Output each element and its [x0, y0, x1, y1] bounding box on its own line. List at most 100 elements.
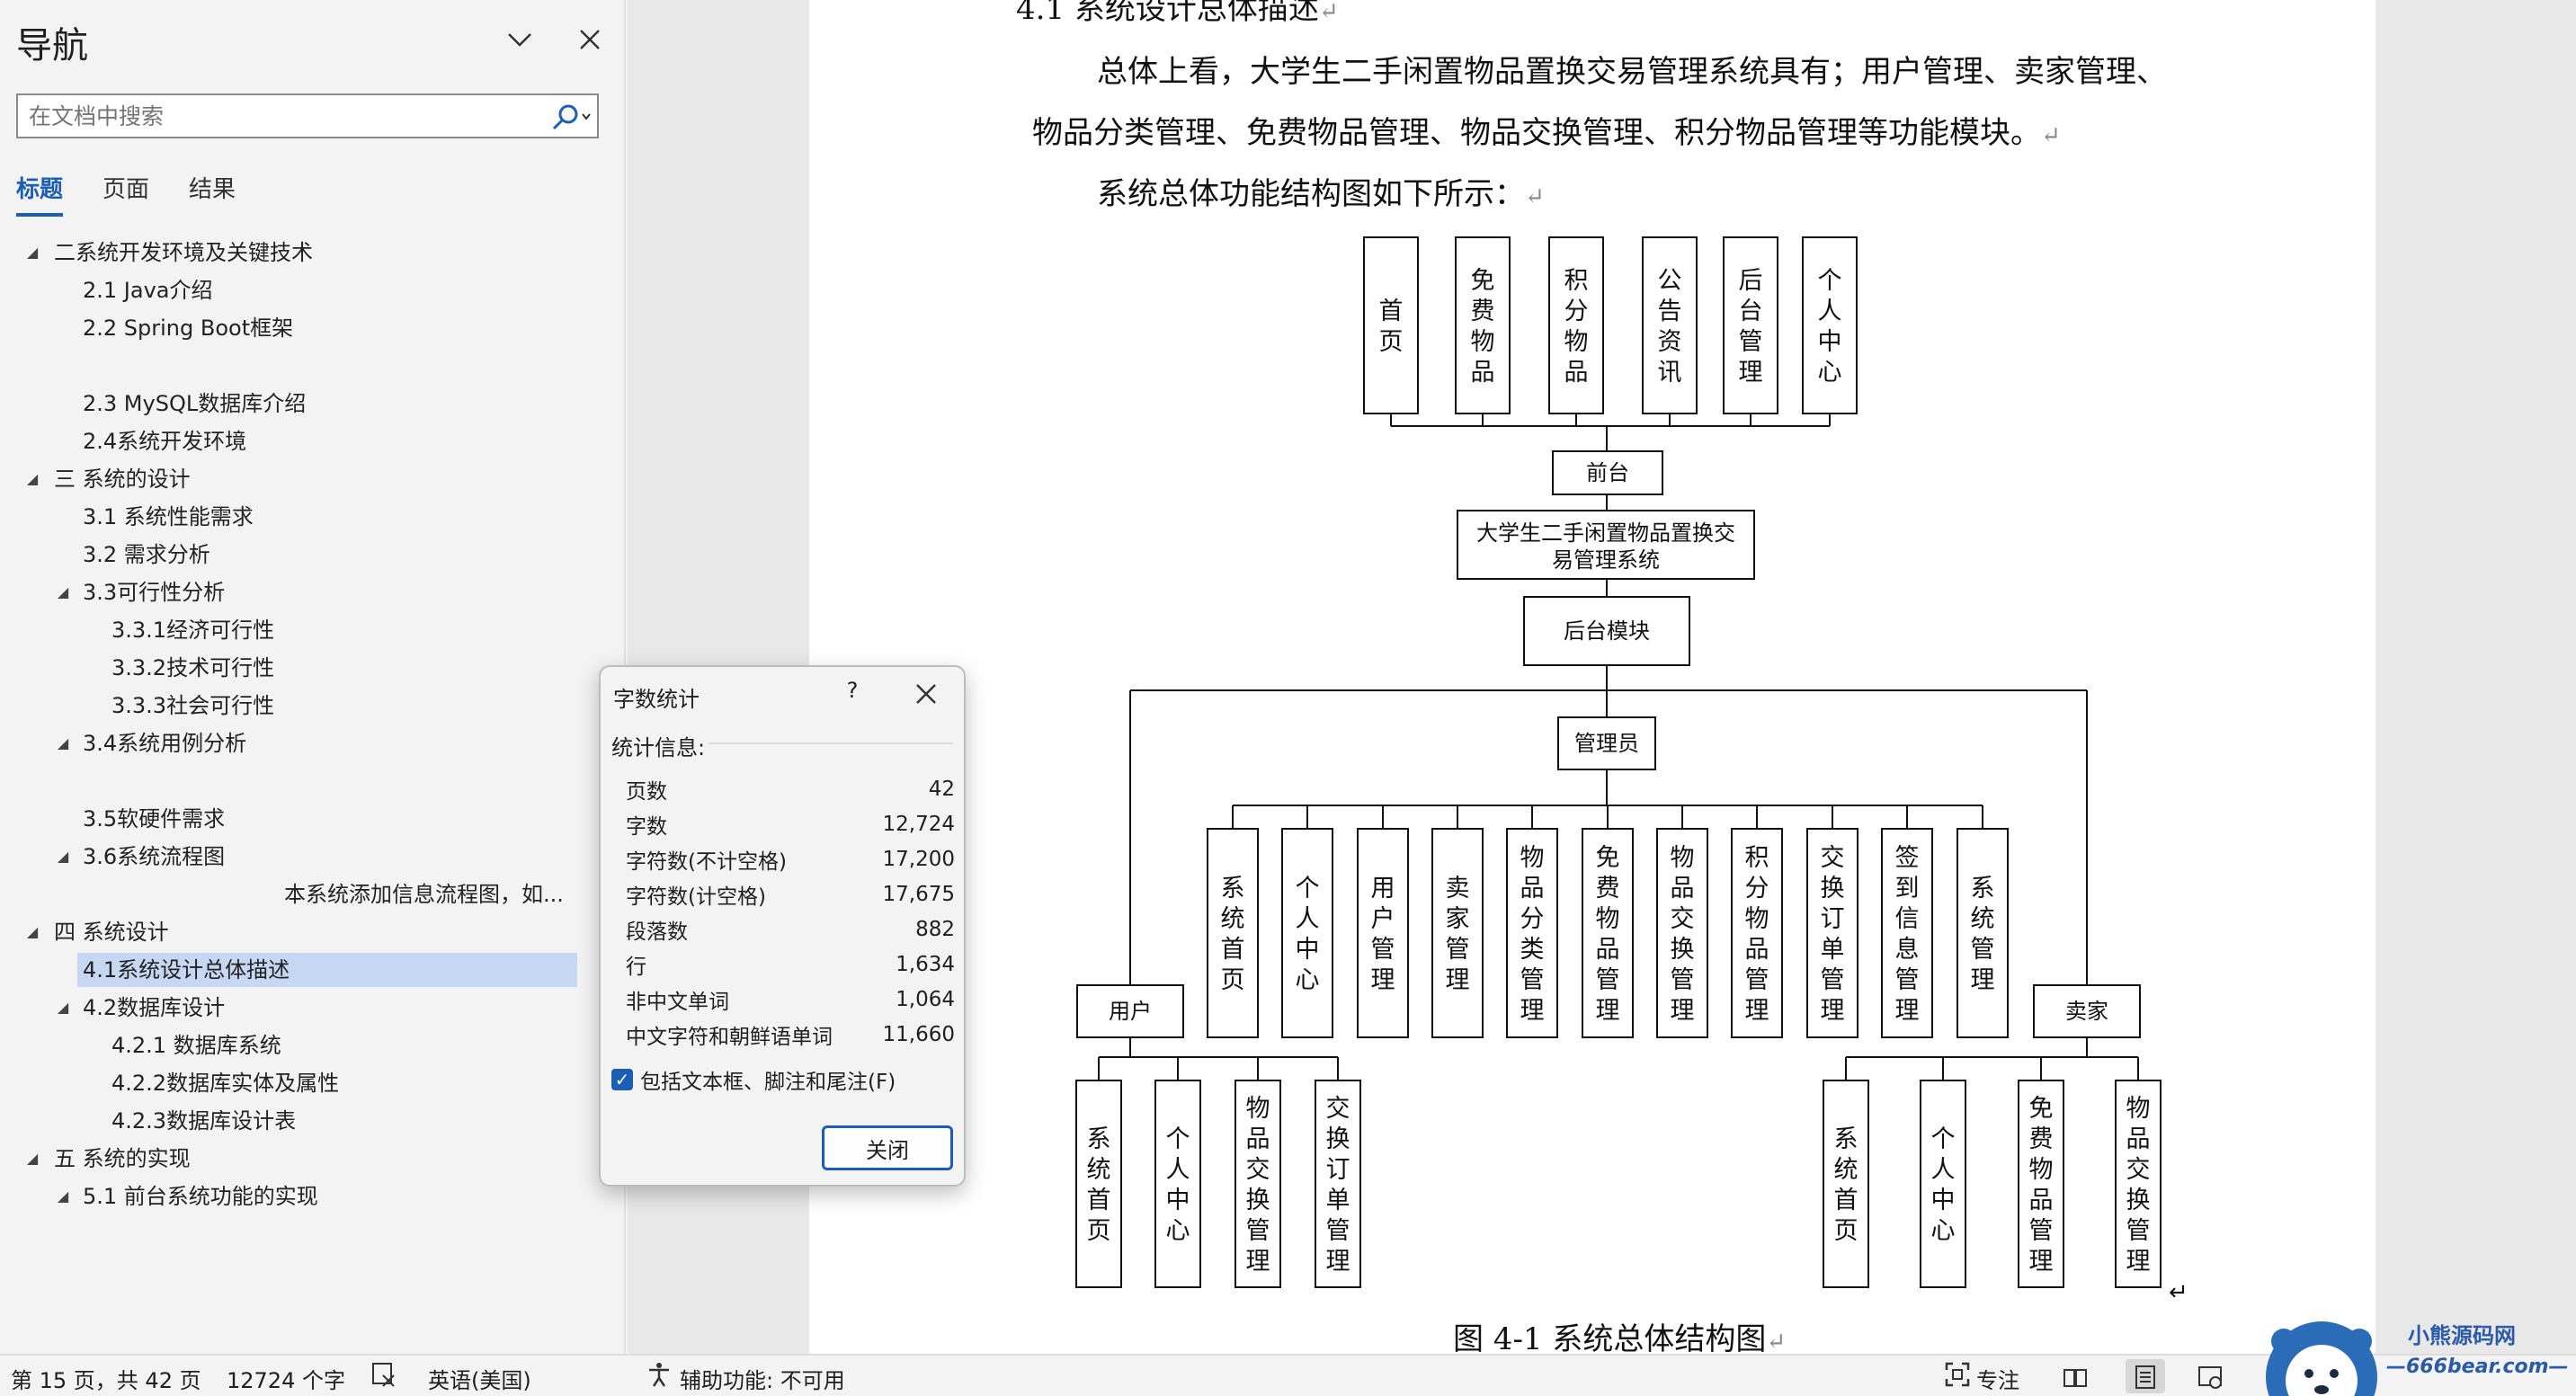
nav-heading-item-selected[interactable]: 4.1系统设计总体描述: [77, 953, 577, 987]
admin-module-char: 品: [1671, 875, 1695, 903]
language-indicator[interactable]: 英语(美国): [428, 1368, 531, 1393]
admin-module-char: 管: [1671, 966, 1695, 994]
seller-module-char: 中: [1931, 1187, 1956, 1214]
nav-heading-item[interactable]: 3.2 需求分析: [83, 542, 210, 567]
focus-icon[interactable]: [1944, 1361, 1971, 1394]
admin-module-box: [1806, 828, 1858, 1038]
admin-module-char: 理: [1446, 966, 1470, 994]
admin-module-char: 签: [1895, 844, 1920, 872]
nav-close-icon[interactable]: [570, 20, 610, 59]
nav-heading-item[interactable]: 3.5软硬件需求: [83, 806, 226, 831]
front-module-char: 告: [1658, 298, 1682, 325]
nav-heading-item[interactable]: ◢四 系统设计: [27, 915, 169, 949]
front-module-char: 页: [1379, 328, 1404, 356]
collapse-triangle-icon[interactable]: ◢: [26, 470, 39, 487]
nav-heading-item[interactable]: ◢5.1 前台系统功能的实现: [58, 1179, 318, 1214]
seller-module-char: 费: [2029, 1125, 2054, 1153]
checkbox-label: 包括文本框、脚注和尾注(F): [640, 1071, 896, 1094]
collapse-triangle-icon[interactable]: ◢: [57, 999, 69, 1016]
nav-heading-item[interactable]: 2.4系统开发环境: [83, 429, 247, 454]
read-mode-icon[interactable]: [2055, 1359, 2095, 1393]
nav-heading-item[interactable]: ◢4.2数据库设计: [58, 991, 225, 1025]
collapse-triangle-icon[interactable]: ◢: [57, 848, 69, 865]
accessibility-icon[interactable]: [646, 1361, 673, 1394]
nav-heading-item[interactable]: ◢三 系统的设计: [27, 462, 191, 496]
admin-module-box: [1656, 828, 1708, 1038]
front-module-char: 物: [1564, 328, 1589, 356]
nav-heading-item[interactable]: ◢五 系统的实现: [27, 1142, 191, 1176]
admin-module-char: 分: [1520, 905, 1545, 933]
tab-results[interactable]: 结果: [189, 176, 236, 203]
front-module-char: 讯: [1658, 359, 1682, 387]
accessibility-status[interactable]: 辅助功能: 不可用: [680, 1368, 845, 1393]
seller-module-char: 人: [1931, 1156, 1956, 1184]
nav-heading-item[interactable]: 2.1 Java介绍: [83, 278, 213, 303]
nav-heading-item[interactable]: ◢3.6系统流程图: [58, 840, 225, 874]
admin-module-char: 物: [1671, 844, 1695, 872]
dialog-close-icon[interactable]: [906, 676, 946, 712]
page-count[interactable]: 第 15 页，共 42 页: [11, 1368, 201, 1393]
nav-heading-item[interactable]: 本系统添加信息流程图，如...: [284, 882, 564, 907]
help-icon[interactable]: ?: [846, 678, 859, 703]
search-input[interactable]: [29, 102, 532, 129]
user-module-char: 换: [1246, 1187, 1270, 1214]
nav-heading-item[interactable]: 4.2.1 数据库系统: [111, 1033, 281, 1058]
collapse-triangle-icon[interactable]: ◢: [57, 734, 69, 751]
collapse-triangle-icon[interactable]: ◢: [26, 923, 39, 940]
nav-heading-item[interactable]: ◢3.4系统用例分析: [58, 726, 246, 760]
nav-heading-item[interactable]: ◢二系统开发环境及关键技术: [27, 236, 313, 270]
back-node-label: 后台模块: [1564, 618, 1650, 644]
seller-module-char: 物: [2126, 1095, 2151, 1123]
watermark-url: —666bear.com—: [2386, 1356, 2569, 1378]
admin-module-char: 家: [1446, 905, 1470, 933]
word-count[interactable]: 12724 个字: [227, 1368, 345, 1393]
collapse-triangle-icon[interactable]: ◢: [26, 1150, 39, 1167]
include-footnotes-option[interactable]: ✓ 包括文本框、脚注和尾注(F): [611, 1064, 896, 1095]
collapse-triangle-icon[interactable]: ◢: [57, 1187, 69, 1205]
front-module-box: [1723, 236, 1778, 414]
collapse-triangle-icon[interactable]: ◢: [57, 583, 69, 600]
focus-mode-label[interactable]: 专注: [1976, 1368, 2019, 1393]
admin-module-box: [1582, 828, 1634, 1038]
front-node-box: [1552, 450, 1663, 495]
nav-heading-item[interactable]: ◢3.3可行性分析: [58, 575, 225, 609]
checkbox-checked-icon[interactable]: ✓: [611, 1069, 633, 1090]
front-module-char: 分: [1564, 298, 1589, 325]
proofing-icon[interactable]: [370, 1361, 397, 1394]
admin-module-char: 管: [1971, 936, 1995, 964]
nav-heading-item[interactable]: 2.3 MySQL数据库介绍: [83, 391, 307, 416]
nav-tabs: 标题 页面 结果: [16, 171, 236, 217]
tab-headings[interactable]: 标题: [16, 171, 64, 217]
front-module-char: 品: [1564, 359, 1589, 387]
nav-heading-item[interactable]: 3.1 系统性能需求: [83, 504, 254, 529]
nav-heading-item[interactable]: 3.3.3社会可行性: [111, 693, 275, 718]
admin-module-box: [1881, 828, 1933, 1038]
status-bar: 第 15 页，共 42 页 12724 个字 英语(美国) 辅助功能: 不可用 …: [0, 1354, 2576, 1396]
nav-options-chevron-icon[interactable]: [500, 20, 539, 59]
print-layout-icon[interactable]: [2126, 1359, 2165, 1393]
admin-module-char: 到: [1895, 875, 1920, 903]
document-page[interactable]: 4.1 系统设计总体描述↵ 总体上看，大学生二手闲置物品置换交易管理系统具有；用…: [809, 0, 2375, 1357]
tab-pages[interactable]: 页面: [103, 176, 150, 203]
nav-heading-item[interactable]: 3.3.1经济可行性: [111, 618, 275, 643]
nav-heading-item[interactable]: 3.3.2技术可行性: [111, 655, 275, 680]
divider: [709, 742, 953, 744]
web-layout-icon[interactable]: [2190, 1359, 2230, 1393]
seller-module-box: [1920, 1080, 1966, 1288]
front-module-box: [1802, 236, 1858, 414]
admin-module-char: 管: [1520, 966, 1545, 994]
admin-module-char: 中: [1296, 936, 1320, 964]
admin-module-box: [1506, 828, 1558, 1038]
nav-heading-item[interactable]: 4.2.3数据库设计表: [111, 1108, 297, 1134]
nav-heading-item[interactable]: 2.2 Spring Boot框架: [83, 316, 294, 341]
seller-module-char: 理: [2126, 1248, 2151, 1276]
nav-heading-item[interactable]: 4.2.2数据库实体及属性: [111, 1071, 340, 1096]
close-button[interactable]: 关闭: [822, 1125, 953, 1170]
bear-logo-icon: [2266, 1321, 2377, 1396]
collapse-triangle-icon[interactable]: ◢: [26, 244, 39, 261]
admin-node-box: [1557, 716, 1656, 770]
navigation-pane: 导航 标题 页面 结果 ◢二系统开发环境及关键技术 2.1 Java介绍 2.2…: [0, 0, 626, 1354]
search-icon[interactable]: [543, 101, 592, 133]
